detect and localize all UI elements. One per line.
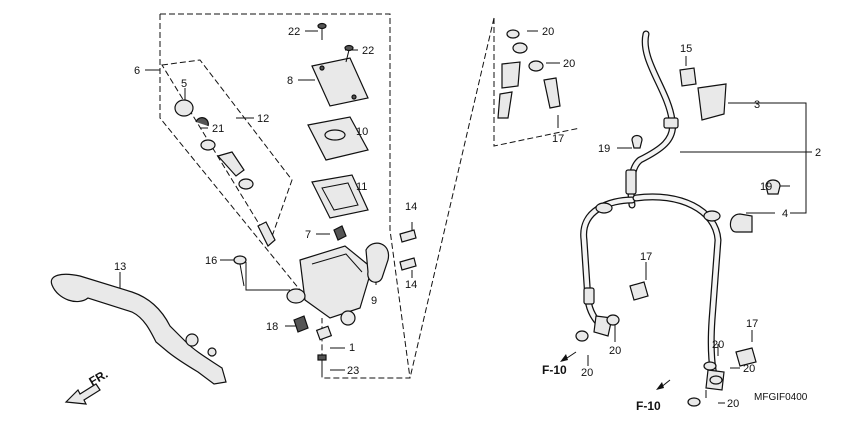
callout-20g: 20 [727,398,739,410]
callout-20c: 20 [581,367,593,379]
diagram-code: MFGIF0400 [754,392,808,403]
callout-3: 3 [754,99,760,111]
assembly-boundary-12 [161,59,293,244]
callout-20b: 20 [563,58,575,70]
small-hardware [233,22,417,374]
callout-17c: 17 [746,318,758,330]
callout-1: 1 [349,342,355,354]
callout-17a: 17 [552,133,564,145]
diaphragm-plate [307,116,369,161]
reference-label-left: F-10 [542,363,567,377]
front-direction-arrow: FR. [64,367,111,405]
callout-20f: 20 [743,363,755,375]
callout-2: 2 [815,147,821,159]
callout-13: 13 [114,261,126,273]
callout-22a: 22 [288,26,300,38]
piston-kit-parts [174,99,276,247]
callout-19b: 19 [760,181,772,193]
hose-clamps [631,67,781,233]
callout-16: 16 [205,255,217,267]
callout-21: 21 [212,123,224,135]
callout-23: 23 [347,365,359,377]
callout-15: 15 [680,43,692,55]
callout-17b: 17 [640,251,652,263]
callout-14b: 14 [405,279,417,291]
callout-10: 10 [356,126,368,138]
callout-20d: 20 [609,345,621,357]
callout-20a: 20 [542,26,554,38]
direction-label: FR. [87,367,111,389]
callout-20e: 20 [712,339,724,351]
reference-arrow-right [656,379,671,390]
callout-5: 5 [181,78,187,90]
sealing-washers [506,29,723,407]
handlebar-holder [365,242,390,283]
callout-22b: 22 [362,45,374,57]
callout-18: 18 [266,321,278,333]
callout-11: 11 [356,181,367,193]
master-cylinder-body [286,245,373,326]
callout-6: 6 [134,65,140,77]
callout-14a: 14 [405,201,417,213]
brake-lever [50,273,227,385]
reservoir-cover [311,57,369,107]
reference-arrow-left [560,351,577,362]
callout-9: 9 [371,295,377,307]
callout-8: 8 [287,75,293,87]
assembly-boundary-6 [159,13,411,379]
callout-4: 4 [782,208,788,220]
reference-label-right: F-10 [636,399,661,413]
hose-kit-boundary [409,17,581,379]
diaphragm [311,174,369,219]
callout-7: 7 [305,229,311,241]
callout-12: 12 [257,113,269,125]
lower-brake-hoses [580,193,722,384]
callout-19a: 19 [598,143,610,155]
